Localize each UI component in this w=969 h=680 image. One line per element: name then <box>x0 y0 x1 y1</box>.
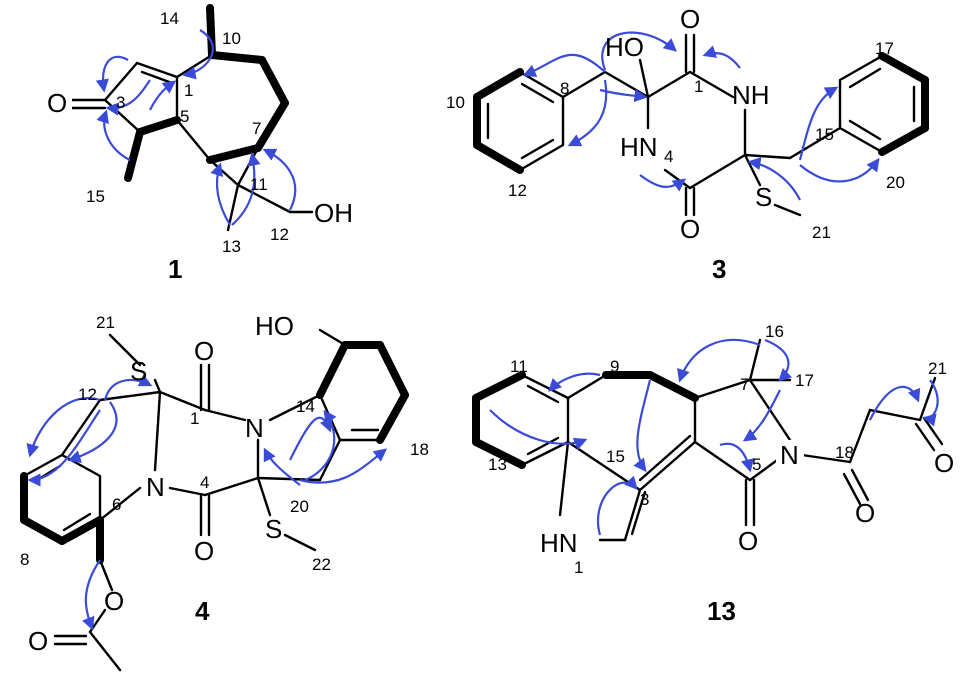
compound-4-structure: HO S O N N O S O O 21 12 1 14 18 6 4 20 … <box>20 311 429 672</box>
compound-4-locant: 4 <box>200 473 209 492</box>
compound-3-oxygen-1: O <box>680 4 700 34</box>
compound-13-locant: 7 <box>740 375 749 394</box>
compound-1-labels: O OH 14 10 1 3 5 7 11 15 12 13 <box>44 9 353 256</box>
compound-13-locant: 16 <box>765 322 784 341</box>
compound-13-locant: 9 <box>610 357 619 376</box>
compound-1-hydroxyl: OH <box>314 198 353 228</box>
compound-4-sulfur-top: S <box>130 356 147 386</box>
compound-4-ester-oxygen: O <box>104 586 124 616</box>
compound-1-locant: 7 <box>252 119 261 138</box>
compound-3-locant: 15 <box>815 125 834 144</box>
compound-4-locant: 12 <box>78 385 97 404</box>
compound-3-structure: HO O NH HN O S 17 1 10 8 15 4 12 20 21 3 <box>446 4 929 284</box>
compound-13-locant: 15 <box>606 447 625 466</box>
compound-13-locant: 17 <box>795 371 814 390</box>
compound-13-labels: N O O O HN 16 11 9 7 17 21 18 13 15 3 5 … <box>488 322 954 577</box>
compound-3-locant: 12 <box>508 181 527 200</box>
compound-3-bonds <box>473 33 929 217</box>
compound-1-hmbc-arrows <box>95 29 297 226</box>
compound-3-nh-amide: NH <box>732 80 770 110</box>
compound-3-id: 3 <box>712 254 726 284</box>
compound-4-oxygen-4: O <box>194 536 214 566</box>
compound-4-labels: HO S O N N O S O O 21 12 1 14 18 6 4 20 … <box>20 311 429 656</box>
compound-3-locant: 20 <box>886 173 905 192</box>
compound-4-nitrogen-left: N <box>146 472 165 502</box>
compound-3-locant: 10 <box>446 93 465 112</box>
compound-4-hmbc-arrows <box>26 374 388 631</box>
compound-13-oxygen-5: O <box>738 526 758 556</box>
compound-4-sulfur-bottom: S <box>265 514 282 544</box>
compound-4-locant: 20 <box>290 497 309 516</box>
compound-13-lactam-nitrogen: N <box>780 440 799 470</box>
compound-13-oxygen-18: O <box>855 498 875 528</box>
compound-4-locant: 8 <box>20 550 29 569</box>
compound-1-locant: 12 <box>270 225 289 244</box>
compound-4-id: 4 <box>195 596 210 626</box>
compound-4-hydroxyl: HO <box>255 311 294 341</box>
compound-4-locant: 14 <box>296 397 315 416</box>
compound-13-locant: 13 <box>488 455 507 474</box>
compound-1-locant: 13 <box>222 237 241 256</box>
compound-1-locant: 10 <box>222 29 241 48</box>
compound-4-carbonyl-oxygen: O <box>28 626 48 656</box>
compound-13-structure: N O O O HN 16 11 9 7 17 21 18 13 15 3 5 … <box>472 322 954 626</box>
compound-1-ketone-oxygen: O <box>47 88 67 118</box>
compound-4-locant: 22 <box>312 555 331 574</box>
compound-4-nitrogen-right: N <box>245 413 264 443</box>
compound-1-bonds <box>70 4 314 232</box>
compound-13-locant: 1 <box>574 558 583 577</box>
compound-3-hydroxyl: HO <box>605 32 644 62</box>
compound-3-oxygen-4: O <box>680 214 700 244</box>
compound-13-locant: 11 <box>510 357 528 376</box>
compound-3-hn-amide: HN <box>620 132 658 162</box>
compound-4-locant: 6 <box>112 495 121 514</box>
compound-13-hmbc-arrows <box>489 338 939 536</box>
compound-1-structure: O OH 14 10 1 3 5 7 11 15 12 13 1 <box>44 4 353 284</box>
compound-3-locant: 4 <box>664 147 673 166</box>
compound-13-locant: 18 <box>835 443 854 462</box>
compound-1-id: 1 <box>168 254 182 284</box>
compound-13-indole-nh: HN <box>540 528 578 558</box>
compound-13-locant: 21 <box>928 359 947 378</box>
compound-3-locant: 17 <box>875 39 894 58</box>
compound-4-oxygen-1: O <box>194 336 214 366</box>
compound-1-locant: 1 <box>184 81 193 100</box>
compound-3-locant: 8 <box>560 79 569 98</box>
compound-4-locant: 18 <box>410 440 429 459</box>
compound-1-locant: 3 <box>116 93 125 112</box>
compound-4-bonds <box>20 328 409 672</box>
compound-13-locant: 5 <box>752 455 761 474</box>
compound-1-locant: 15 <box>86 187 105 206</box>
compound-1-locant: 14 <box>160 9 179 28</box>
compound-4-locant: 21 <box>96 313 115 332</box>
compound-4-locant: 1 <box>190 409 199 428</box>
compound-3-hmbc-arrows <box>522 31 880 201</box>
compound-13-oxygen-20: O <box>934 448 954 478</box>
compound-13-locant: 3 <box>640 490 649 509</box>
compound-3-labels: HO O NH HN O S 17 1 10 8 15 4 12 20 21 <box>446 4 905 244</box>
compound-1-locant: 5 <box>180 107 189 126</box>
compound-3-locant: 1 <box>694 77 703 96</box>
compound-3-locant: 21 <box>812 223 831 242</box>
compound-13-id: 13 <box>707 596 736 626</box>
compound-3-sulfur: S <box>755 182 772 212</box>
compound-1-locant: 11 <box>250 175 268 194</box>
